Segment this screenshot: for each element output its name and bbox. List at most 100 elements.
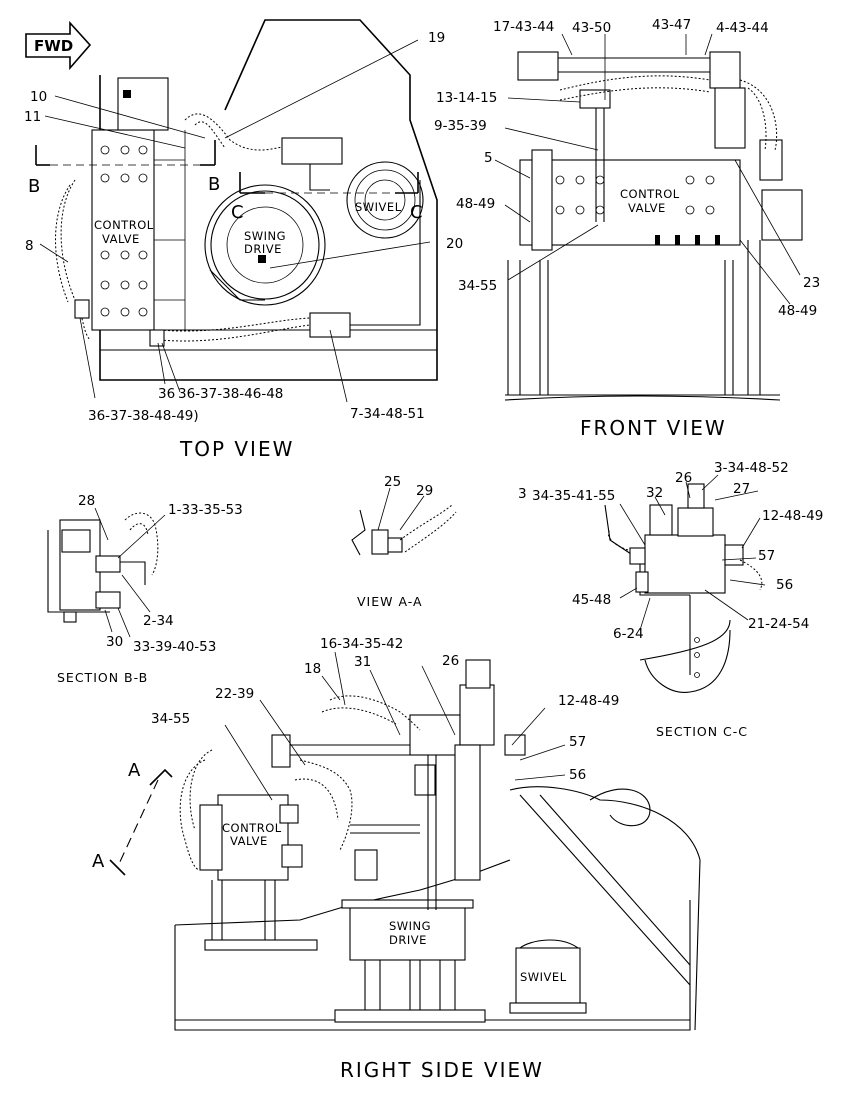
top-swing-drive-label-2: DRIVE	[244, 242, 282, 256]
top-control-valve-label-2: VALVE	[102, 232, 140, 246]
top-hoses	[55, 113, 421, 342]
front-hoses	[559, 75, 778, 151]
front-callout-17-43-44: 17-43-44	[493, 19, 554, 35]
top-solenoid-block	[281, 137, 343, 165]
right-callout-26: 26	[442, 653, 459, 669]
right-side-view: SWING DRIVE SWIVEL CONTROL VALVE	[92, 636, 701, 1082]
front-callout-48-49-left: 48-49	[456, 196, 495, 212]
c-callout-32: 32	[646, 485, 663, 501]
top-callout-36: 36	[158, 386, 175, 402]
right-section-a-markers: A A	[92, 760, 173, 876]
front-callout-23: 23	[803, 275, 820, 291]
section-marker-b-right: B	[208, 174, 220, 195]
right-callout-12-48-49: 12-48-49	[558, 693, 619, 709]
top-callout-11: 11	[24, 109, 41, 125]
right-control-valve-label-1: CONTROL	[222, 821, 282, 835]
right-swivel-label: SWIVEL	[520, 970, 567, 984]
b-callout-30: 30	[106, 634, 123, 650]
front-callout-43-47: 43-47	[652, 17, 691, 33]
top-control-valve: CONTROL VALVE	[91, 77, 186, 331]
top-view: FWD CONTROL VALVE SW	[24, 19, 463, 461]
top-callout-7-34-48-51: 7-34-48-51	[350, 406, 425, 422]
right-callout-31: 31	[354, 654, 371, 670]
upper-frame-outline	[99, 19, 438, 381]
top-swing-drive-label-1: SWING	[244, 229, 286, 243]
section-b-b: 28 1-33-35-53 2-34 30 33-39-40-53 SECTIO…	[47, 493, 243, 685]
right-control-valve: CONTROL VALVE	[199, 794, 303, 881]
top-control-valve-label-1: CONTROL	[94, 218, 154, 232]
right-callout-22-39: 22-39	[215, 686, 254, 702]
right-callout-34-55: 34-55	[151, 711, 190, 727]
front-callout-5: 5	[484, 150, 493, 166]
view-a-title: VIEW A-A	[357, 594, 423, 609]
top-callout-20: 20	[446, 236, 463, 252]
front-view-title: FRONT VIEW	[580, 416, 727, 440]
front-control-valve-label-2: VALVE	[628, 201, 666, 215]
section-c-c: 3 34-35-41-55 32 26 3-34-48-52 27 12-48-…	[518, 460, 823, 739]
section-marker-c-right: C	[410, 202, 423, 223]
c-callout-3: 3	[518, 486, 527, 502]
section-marker-b-left: B	[28, 176, 40, 197]
view-a-a: 25 29 VIEW A-A	[351, 474, 457, 609]
front-callout-4-43-44: 4-43-44	[716, 20, 769, 36]
b-callout-1-33-35-53: 1-33-35-53	[168, 502, 243, 518]
top-swivel-label: SWIVEL	[355, 200, 402, 214]
top-swing-drive: SWING DRIVE	[204, 184, 326, 306]
right-hoses	[179, 695, 421, 871]
a-callout-29: 29	[416, 483, 433, 499]
right-callout-18: 18	[304, 661, 321, 677]
top-callout-8: 8	[25, 238, 34, 254]
b-callout-28: 28	[78, 493, 95, 509]
right-swing-drive-label-1: SWING	[389, 919, 431, 933]
c-callout-34-35-41-55: 34-35-41-55	[532, 488, 615, 504]
front-leader-lines	[494, 33, 801, 305]
right-callout-16-34-35-42: 16-34-35-42	[320, 636, 403, 652]
right-swivel: SWIVEL	[509, 939, 587, 1014]
top-swivel: SWIVEL	[346, 161, 424, 239]
right-valve-stand	[204, 880, 318, 951]
right-control-valve-label-2: VALVE	[230, 834, 268, 848]
front-callout-48-49-right: 48-49	[778, 303, 817, 319]
right-upper-manifold	[271, 659, 526, 910]
fwd-arrow-icon: FWD	[25, 20, 92, 71]
top-callout-10: 10	[30, 89, 47, 105]
c-callout-12-48-49: 12-48-49	[762, 508, 823, 524]
c-callout-56: 56	[776, 577, 793, 593]
c-callout-57: 57	[758, 548, 775, 564]
front-callout-34-55: 34-55	[458, 278, 497, 294]
right-side-view-title: RIGHT SIDE VIEW	[340, 1058, 544, 1082]
front-callout-43-50: 43-50	[572, 20, 611, 36]
section-b-title: SECTION B-B	[57, 670, 148, 685]
top-lower-block	[309, 312, 351, 338]
b-callout-33-39-40-53: 33-39-40-53	[133, 639, 216, 655]
right-leader-lines	[224, 651, 566, 801]
front-callout-9-35-39: 9-35-39	[434, 118, 487, 134]
top-section-markers: B B C C	[28, 140, 423, 223]
b-callout-2-34: 2-34	[143, 613, 174, 629]
top-view-title: TOP VIEW	[179, 437, 294, 461]
top-callout-36-37-38-46-48: 36-37-38-46-48	[178, 386, 283, 402]
right-callout-57: 57	[569, 734, 586, 750]
fwd-label: FWD	[34, 37, 73, 55]
c-callout-27: 27	[733, 481, 750, 497]
front-view: CONTROL VALVE	[434, 17, 820, 440]
section-marker-a-top: A	[128, 760, 141, 781]
top-callout-19: 19	[428, 30, 445, 46]
c-callout-6-24: 6-24	[613, 626, 644, 642]
right-swing-drive-label-2: DRIVE	[389, 933, 427, 947]
section-c-title: SECTION C-C	[656, 724, 748, 739]
top-leader-lines	[39, 39, 431, 403]
right-callout-56: 56	[569, 767, 586, 783]
section-marker-a-bottom: A	[92, 851, 105, 872]
front-callout-13-14-15: 13-14-15	[436, 90, 497, 106]
front-control-valve-label-1: CONTROL	[620, 187, 680, 201]
right-swing-drive: SWING DRIVE	[334, 899, 486, 1023]
c-callout-45-48: 45-48	[572, 592, 611, 608]
a-callout-25: 25	[384, 474, 401, 490]
section-marker-c-left: C	[231, 202, 244, 223]
top-callout-36-37-38-48-49: 36-37-38-48-49)	[88, 408, 199, 424]
front-frame	[504, 240, 781, 401]
c-callout-26: 26	[675, 470, 692, 486]
front-control-valve: CONTROL VALVE	[519, 149, 741, 251]
